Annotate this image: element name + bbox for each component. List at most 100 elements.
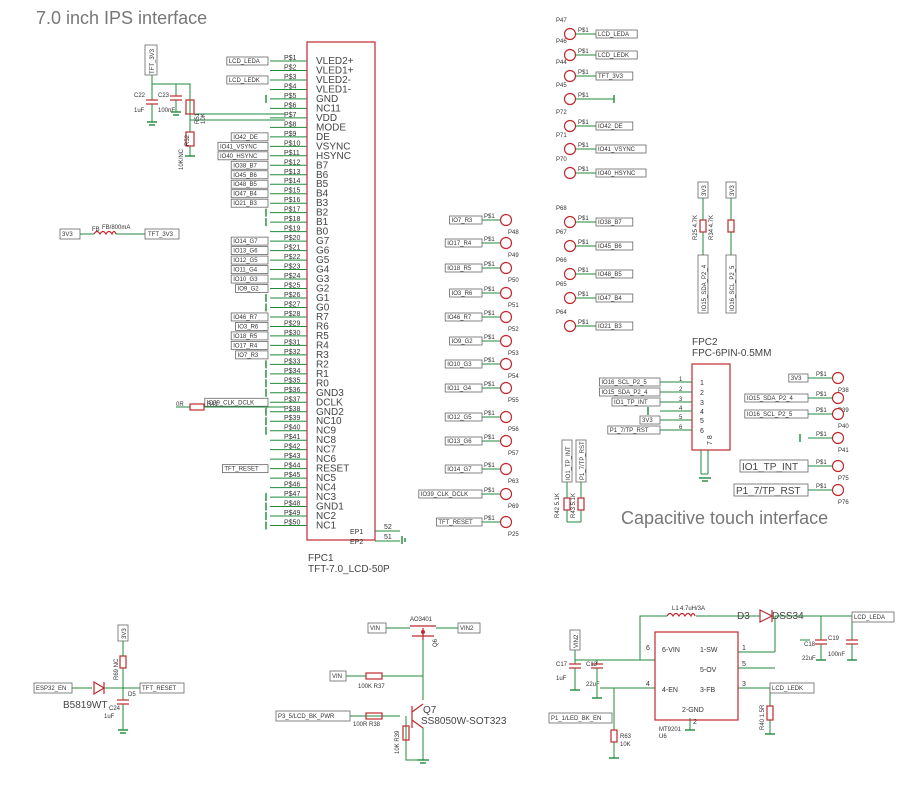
- touch-tp-pin: P$1: [816, 484, 827, 490]
- mid-tp-ref: P54: [508, 374, 519, 380]
- fpc1-pin-name: G7: [316, 236, 330, 247]
- c24-ref: C24: [109, 706, 121, 712]
- ic-pin-number: 5: [742, 661, 746, 668]
- fpc2-net: 3V3: [642, 418, 653, 424]
- fpc1-net-label: IO39_CLK_DCLK: [207, 400, 254, 406]
- mid-tp-pad: [499, 410, 513, 424]
- fpc1-pin-name: G1: [316, 293, 330, 304]
- fpc1-pin-number: P$24: [284, 273, 300, 280]
- fpc1-net-label: IO42_DE: [233, 135, 258, 141]
- touch-tp-net: P1_7/TP_RST: [736, 486, 800, 497]
- tr-tp-pin: P$1: [578, 240, 589, 246]
- fpc1-body: [306, 41, 376, 541]
- fb-net-in: 3V3: [62, 232, 73, 238]
- fpc1-pin-name: MODE: [316, 122, 346, 133]
- tr-tp-pad: [563, 69, 577, 83]
- r52-value: 10K/NC: [179, 148, 185, 170]
- mid-tp-ref: P49: [508, 253, 519, 259]
- fpc1-pin-number: P$8: [284, 121, 297, 128]
- fpc1-pin-number: P$1: [284, 55, 297, 62]
- tr-tp-pin: P$1: [578, 120, 589, 126]
- fpc1-pin-name: R0: [316, 378, 329, 389]
- fpc1-net-box: [230, 189, 269, 199]
- fpc1-pin-number: P$20: [284, 235, 300, 242]
- pullup-net-b: 3V3: [730, 185, 736, 196]
- touch-pull-net2: P1_7/TP_RST: [580, 441, 586, 480]
- fpc1-pin-name: B0: [316, 227, 329, 238]
- touch-pullups: IO1_TP_INT P1_7/TP_RST R42 5.1K R43 5.1K: [555, 439, 587, 523]
- fpc1-net-box: [221, 464, 269, 474]
- mid-tp-ref: P63: [508, 479, 519, 485]
- tr-tp-net: IO21_B3: [598, 324, 622, 330]
- mid-tp-pad: [499, 334, 513, 348]
- fpc1-net-box: [230, 265, 269, 274]
- fpc1-pin-number: P$29: [284, 320, 300, 327]
- mid-tp-pin: P$1: [484, 262, 495, 268]
- fpc2-pin-number: 5: [679, 415, 683, 421]
- ic-pin-name: 2-GND: [682, 707, 704, 714]
- tr-tp-pin: P$1: [578, 320, 589, 326]
- fpc2-value: FPC-6PIN-0.5MM: [692, 348, 771, 359]
- tr-tp-pad: [563, 267, 577, 281]
- fpc1-pin-number: P$38: [284, 406, 300, 413]
- q6-value: AO3401: [410, 617, 433, 623]
- touch-tp-ref: P38: [838, 388, 849, 394]
- r40-label: R40 1.5R: [760, 704, 766, 730]
- mid-tp-net: IO12_G5: [447, 415, 472, 421]
- fpc1-pin-name: NC4: [316, 483, 336, 494]
- fpc1-net-box: [235, 284, 269, 293]
- mid-tp-net: TFT_RESET: [438, 520, 473, 526]
- fpc1-pin-name: VSYNC: [316, 141, 350, 152]
- touch-tp-ref: P75: [838, 476, 849, 482]
- tr-tp-ref: P67: [556, 230, 567, 236]
- fpc1-pin-number: P$9: [284, 131, 297, 138]
- touch-tp-pin: P$1: [816, 392, 827, 398]
- fpc1-pin-name: B4: [316, 189, 329, 200]
- fpc2-net: IO15_SDA_P2_4: [601, 390, 648, 396]
- mid-testpoints: IO7_R3P$1P48IO17_R4P$1P49IO18_R5P$1P50IO…: [418, 213, 519, 538]
- ic-ref: U6: [659, 734, 667, 740]
- c19-value: 100nF: [828, 652, 845, 658]
- c18-value: 22uF: [802, 656, 816, 662]
- tr-tp-net-box: [595, 121, 634, 131]
- fpc1-pin-number: P$10: [284, 140, 300, 147]
- r63-value: 10K: [620, 742, 631, 748]
- c22-ref: C22: [134, 93, 146, 99]
- c17-ref: C17: [556, 662, 568, 668]
- fpc1-pin-number: P$42: [284, 444, 300, 451]
- mid-tp-pin: P$1: [484, 214, 495, 220]
- fpc1-pin-name: R4: [316, 340, 329, 351]
- fpc1-pin-name: R3: [316, 350, 329, 361]
- tr-tp-ref: P66: [556, 258, 567, 264]
- touch-tp-ref: P76: [838, 500, 849, 506]
- mid-tp-ref: P57: [508, 451, 519, 457]
- pullup-net-a: 3V3: [702, 185, 708, 196]
- mid-tp-ref: P51: [508, 303, 519, 309]
- tr-tp-ref: P44: [556, 60, 567, 66]
- boost-ledk: LCD_LEDK: [772, 686, 803, 692]
- fpc1-pin-number: P$19: [284, 226, 300, 233]
- ic-pin-number: 3: [742, 681, 746, 688]
- fpc1-pin-number: P$12: [284, 159, 300, 166]
- fpc1-pin-number: P$34: [284, 368, 300, 375]
- touch-tp-pad: [831, 431, 845, 445]
- fpc1-pin-name: RESET: [316, 464, 349, 475]
- tr-tp-ref: P47: [556, 18, 567, 24]
- mid-tp-net: IO11_G4: [447, 386, 472, 392]
- inductor-value: 4.7uH/3A: [680, 606, 705, 612]
- tr-tp-ref: P70: [556, 157, 567, 163]
- r43-label: R43 5.1K: [571, 493, 577, 518]
- tr-tp-net: IO45_B6: [598, 244, 622, 250]
- fpc1-net-label: LCD_LEDA: [229, 59, 260, 65]
- mid-tp-ref: P55: [508, 398, 519, 404]
- fpc1-net-box: [230, 160, 269, 170]
- pullup-sda: IO15_SDA_P2_4: [702, 264, 708, 311]
- fpc1-pin-number: P$33: [284, 358, 300, 365]
- fpc2-net-box: [607, 425, 661, 435]
- fpc1-net-label: IO3_R6: [238, 324, 259, 330]
- fpc1-pin-number: P$11: [284, 150, 300, 157]
- fpc1-pin-name: GND3: [316, 388, 344, 399]
- r37-label: 100K R37: [358, 684, 385, 690]
- fpc1-pin-number: P$25: [284, 283, 300, 290]
- fpc1-pin-name: G4: [316, 265, 330, 276]
